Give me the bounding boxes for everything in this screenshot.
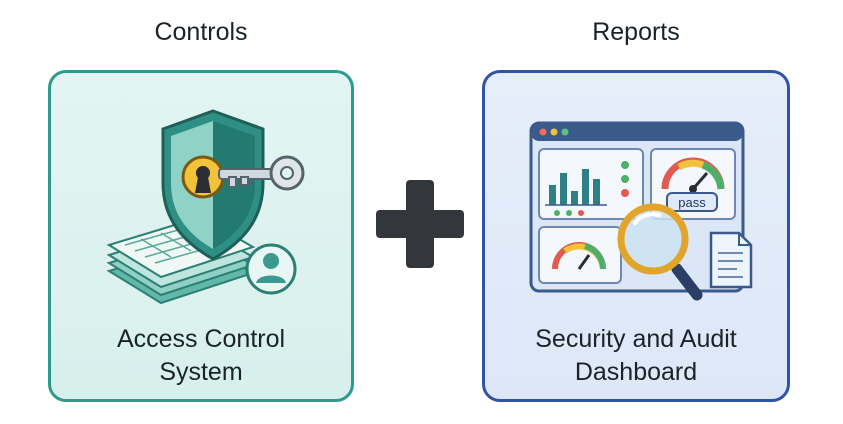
- security-audit-card: pass Security and Audit Dashboard: [482, 70, 790, 402]
- shield-key-icon: [106, 109, 305, 305]
- dashboard-magnifier-icon: pass: [529, 121, 753, 301]
- access-control-card: Access Control System: [48, 70, 354, 402]
- report-document-icon: [709, 231, 753, 289]
- security-audit-title: Security and Audit Dashboard: [535, 325, 737, 386]
- pass-badge: pass: [678, 195, 706, 210]
- gauge-panel: [650, 148, 736, 220]
- key-icon: [218, 155, 305, 191]
- magnifier-icon: [617, 203, 703, 301]
- bar-chart-panel: [538, 148, 644, 220]
- lower-gauge-panel: [538, 226, 622, 284]
- access-control-title: Access Control System: [116, 325, 286, 386]
- keyhole-icon: [181, 155, 225, 199]
- controls-heading: Controls: [154, 18, 248, 46]
- user-icon: [245, 243, 297, 295]
- reports-heading: Reports: [592, 18, 680, 46]
- plus-icon: [376, 180, 464, 268]
